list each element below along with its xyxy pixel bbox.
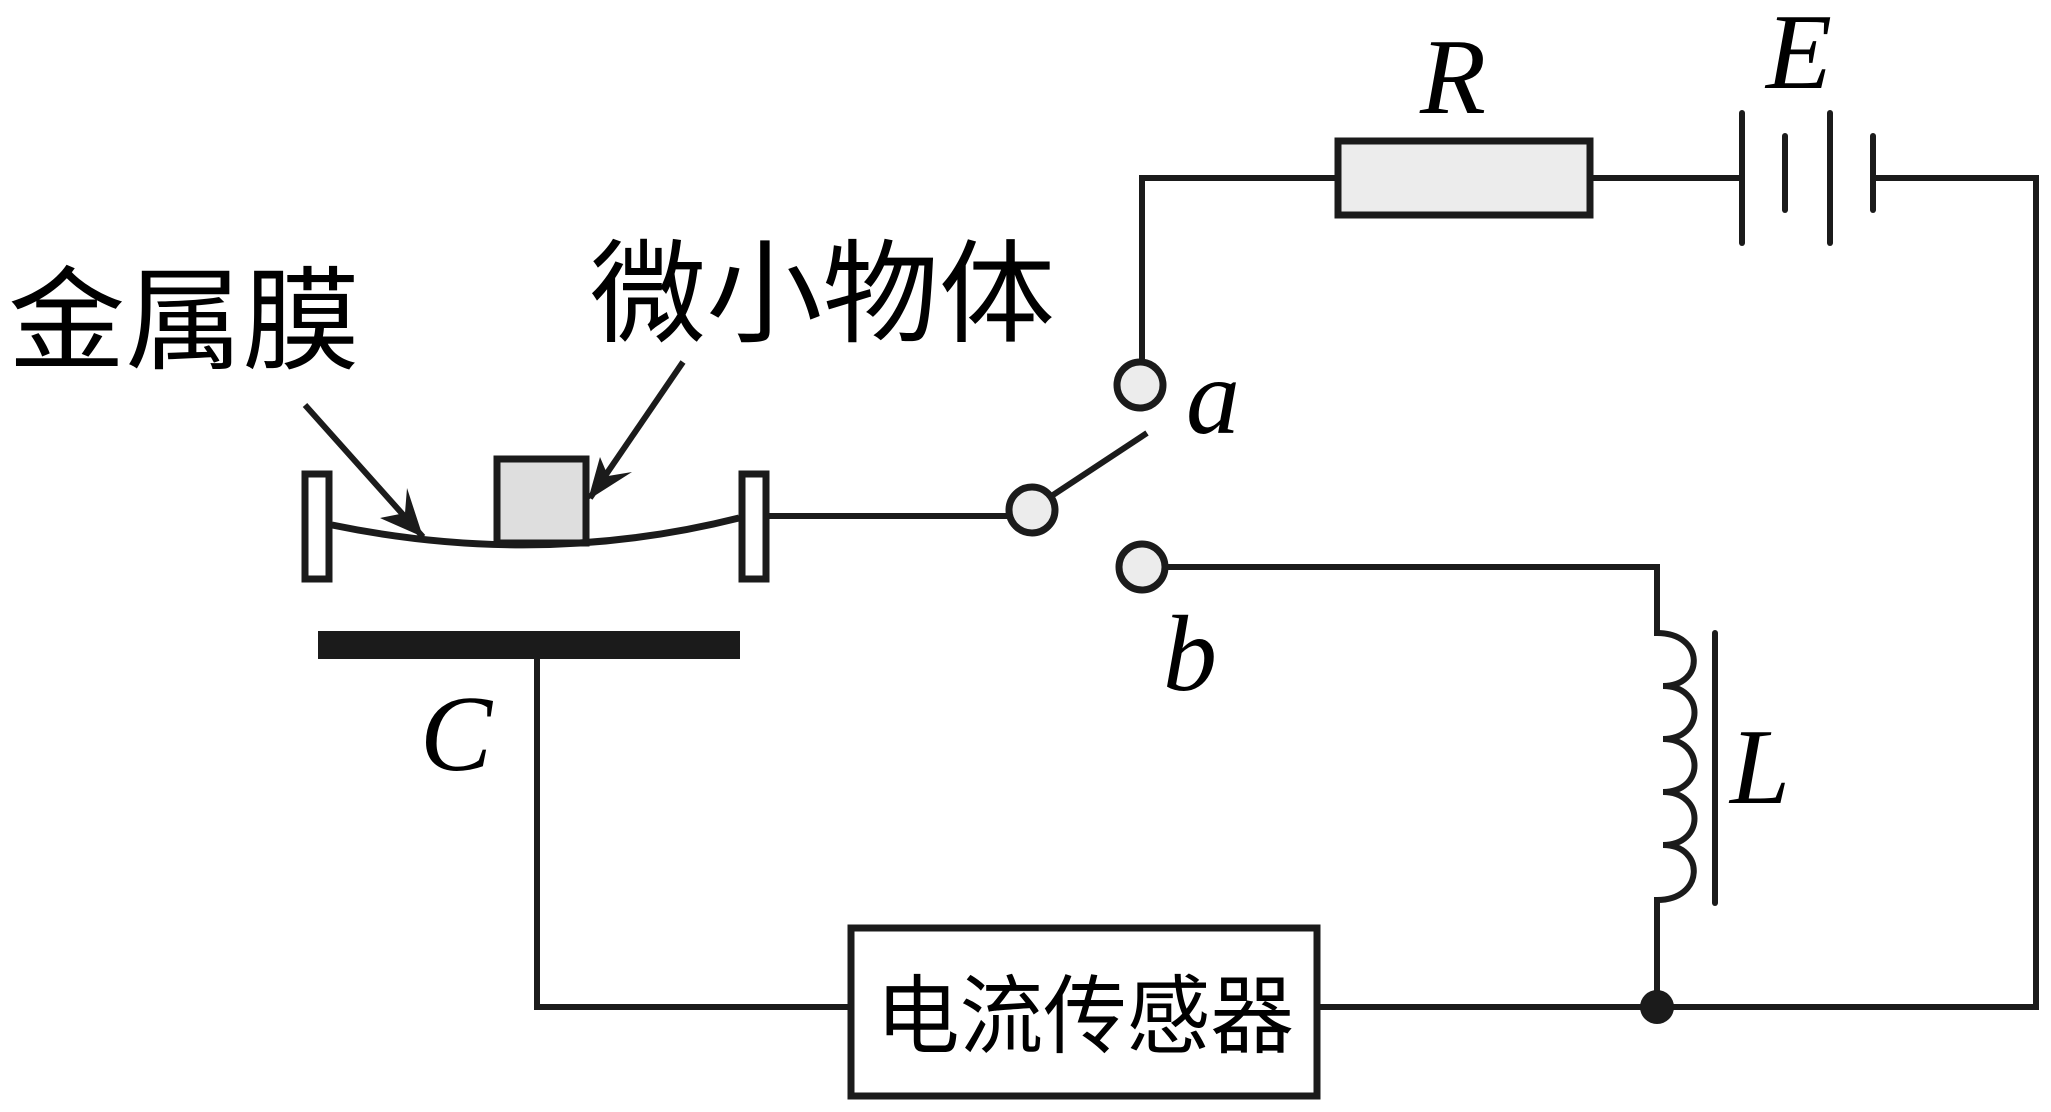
- label-current-sensor: 电流传感器: [876, 967, 1294, 1067]
- arrow-metal-membrane-head: [380, 488, 423, 537]
- switch-pivot-terminal[interactable]: [1005, 483, 1059, 537]
- switch-terminal-b[interactable]: [1115, 540, 1169, 594]
- tiny-object: [493, 455, 590, 547]
- label-tiny-object: 微小物体: [590, 230, 1055, 360]
- membrane-post-right: [738, 470, 770, 583]
- wire-battery-right-loop: [1654, 175, 2039, 1010]
- label-terminal-b: b: [1163, 595, 1217, 714]
- switch-terminal-a[interactable]: [1113, 358, 1167, 412]
- capacitor-bottom-plate: [318, 631, 740, 659]
- label-terminal-a: a: [1186, 338, 1240, 457]
- resistor: [1334, 137, 1594, 219]
- label-inductor: L: [1728, 708, 1790, 827]
- metal-membrane: [331, 514, 740, 549]
- membrane-post-left: [301, 470, 333, 583]
- arrow-tiny-object-head: [588, 457, 632, 500]
- wire-b-to-inductor: [1162, 564, 1660, 636]
- current-sensor-box: [847, 924, 1321, 1100]
- inductor-coil: [1656, 630, 1698, 903]
- wire-sensor-to-capacitor: [534, 656, 851, 1010]
- junction-dot: [1640, 990, 1674, 1024]
- label-battery: E: [1764, 0, 1832, 112]
- wire-a-to-resistor: [1139, 175, 1338, 364]
- battery: [1739, 110, 1876, 246]
- label-metal-membrane: 金属膜: [8, 257, 360, 387]
- label-capacitor: C: [420, 675, 494, 794]
- label-resistor: R: [1419, 18, 1486, 137]
- switch-lever[interactable]: [1048, 430, 1149, 500]
